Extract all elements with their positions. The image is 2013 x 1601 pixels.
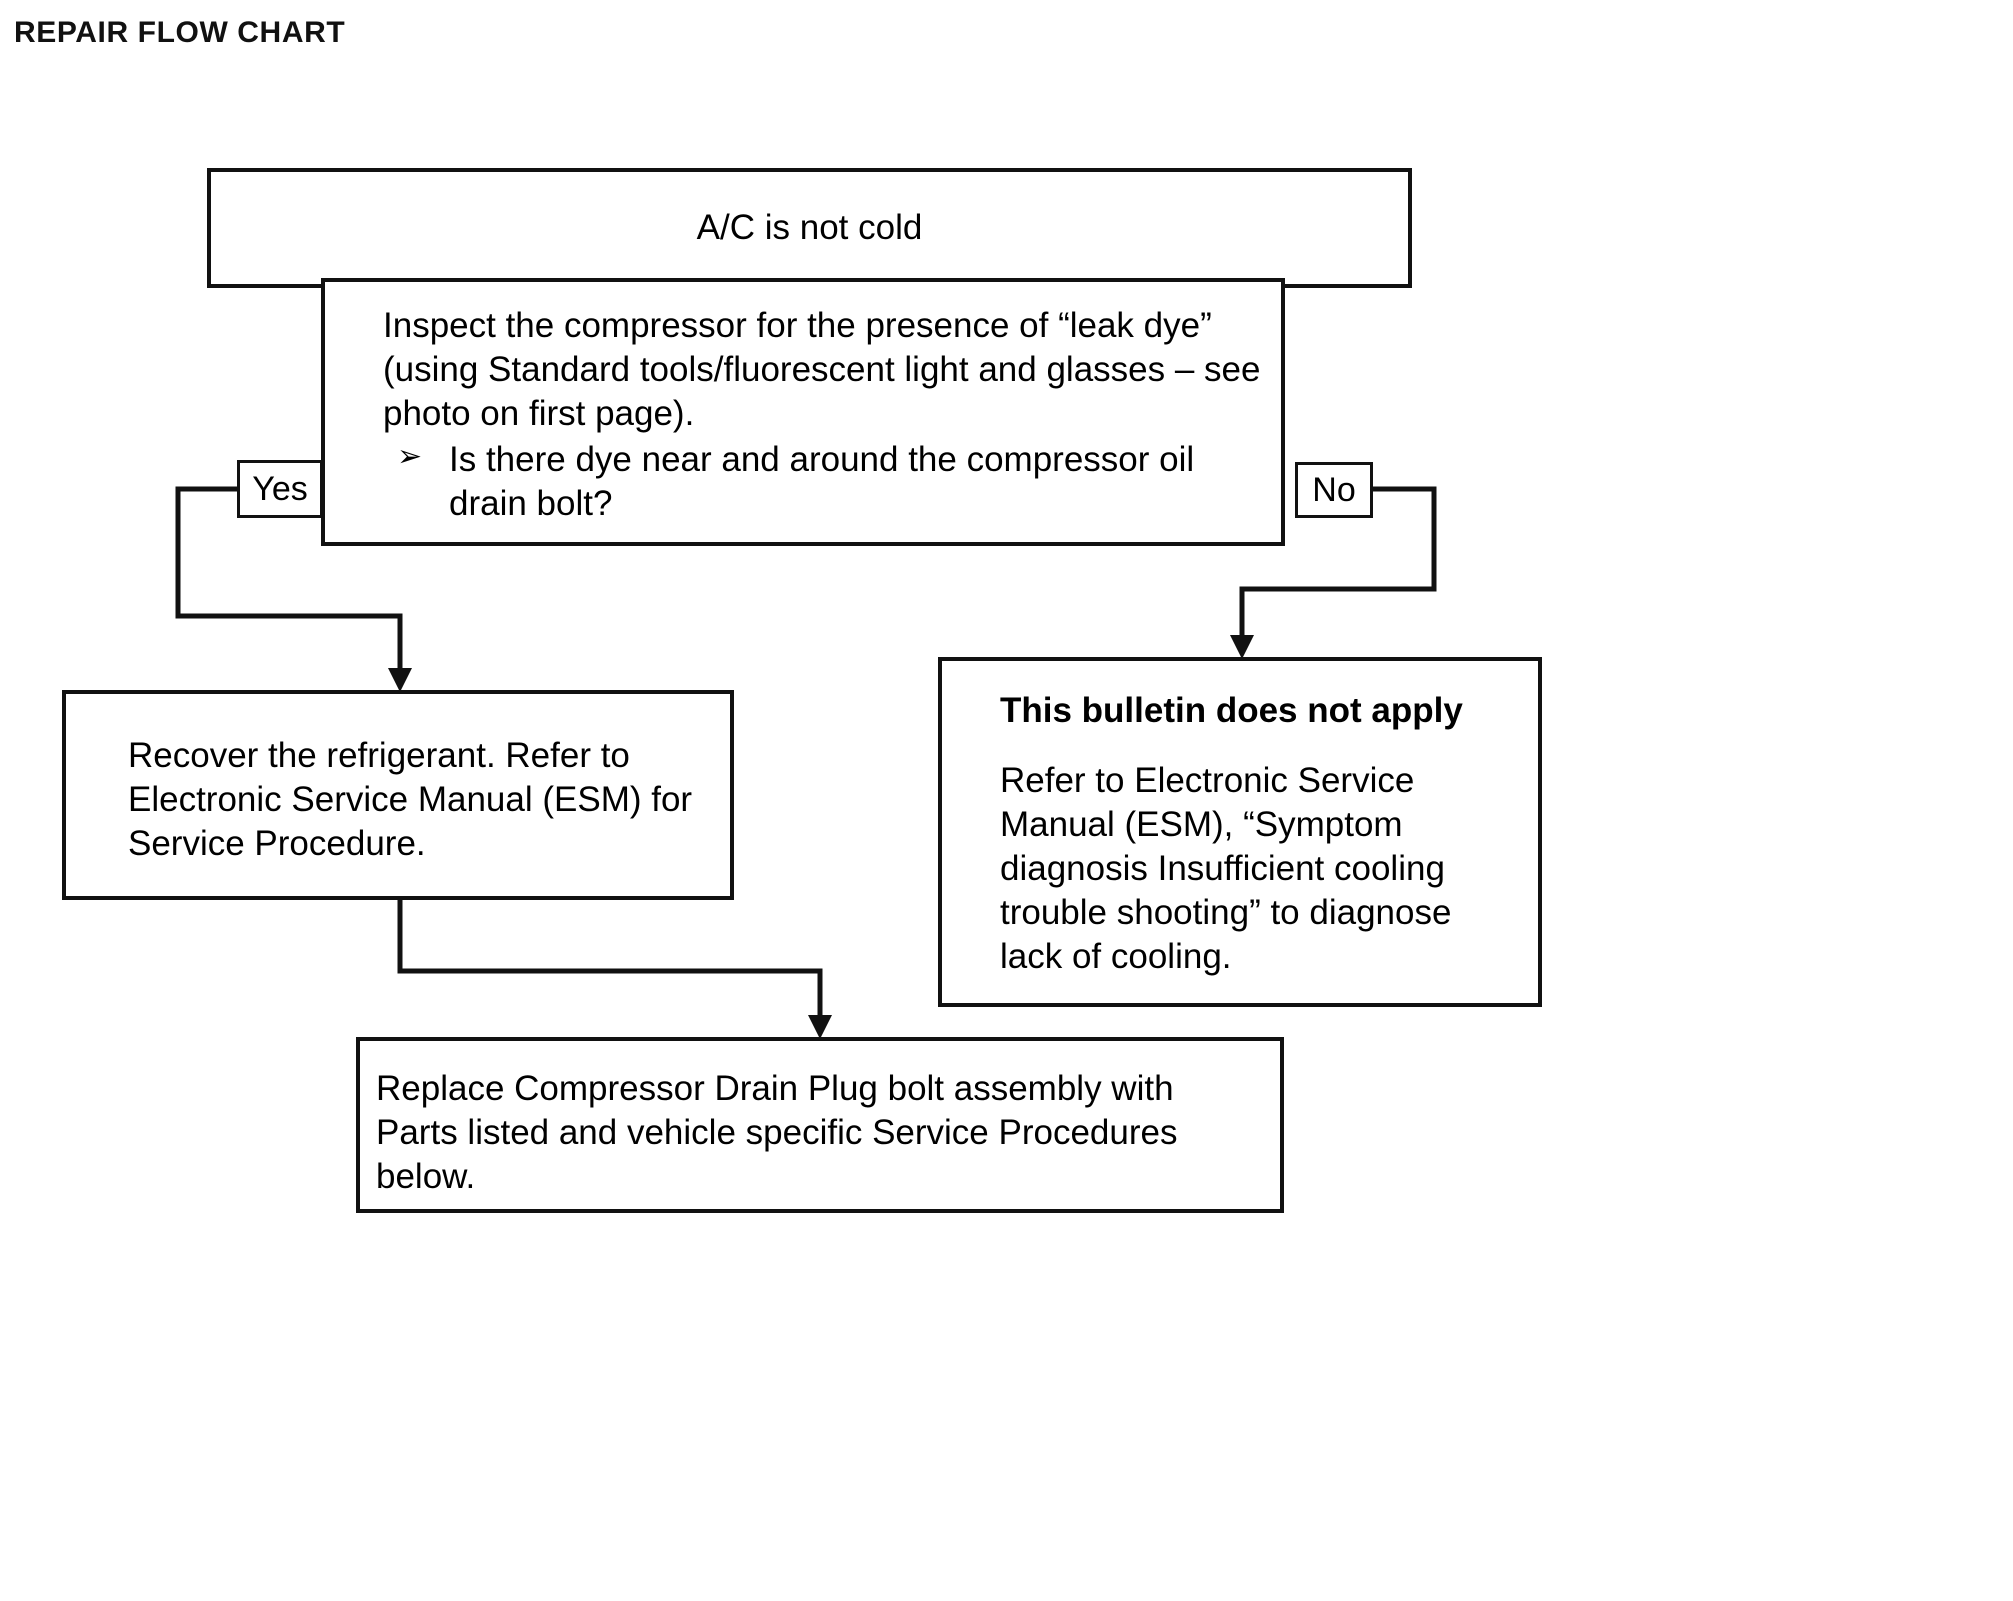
node-decision: Inspect the compressor for the presence … [321, 278, 1285, 546]
edge-label-no-text: No [1312, 471, 1356, 509]
edge-decision-yes-to-recover [175, 486, 412, 692]
node-bulletin-not-apply: This bulletin does not apply Refer to El… [938, 657, 1542, 1007]
arrow-bullet-icon: ➢ [397, 440, 423, 474]
node-decision-bullet-text: Is there dye near and around the compres… [449, 440, 1195, 524]
node-replace-drain-plug: Replace Compressor Drain Plug bolt assem… [356, 1037, 1284, 1213]
node-decision-text: Inspect the compressor for the presence … [383, 306, 1261, 434]
edge-label-yes: Yes [237, 460, 323, 518]
node-start: A/C is not cold [207, 168, 1412, 288]
node-not-apply-text: Refer to Electronic Service Manual (ESM)… [1000, 761, 1452, 977]
page-title: REPAIR FLOW CHART [14, 16, 346, 49]
edge-decision-no-to-not-apply [1230, 486, 1437, 659]
edge-recover-to-replace [397, 900, 832, 1039]
node-not-apply-heading: This bulletin does not apply [1000, 691, 1463, 730]
node-recover-text: Recover the refrigerant. Refer to Electr… [128, 736, 693, 864]
node-decision-bullet-row: ➢ Is there dye near and around the compr… [383, 438, 1267, 526]
edge-label-no: No [1295, 462, 1373, 518]
node-start-text: A/C is not cold [696, 207, 923, 247]
node-recover-refrigerant: Recover the refrigerant. Refer to Electr… [62, 690, 734, 900]
node-replace-text: Replace Compressor Drain Plug bolt assem… [376, 1069, 1178, 1197]
edge-label-yes-text: Yes [252, 470, 308, 508]
